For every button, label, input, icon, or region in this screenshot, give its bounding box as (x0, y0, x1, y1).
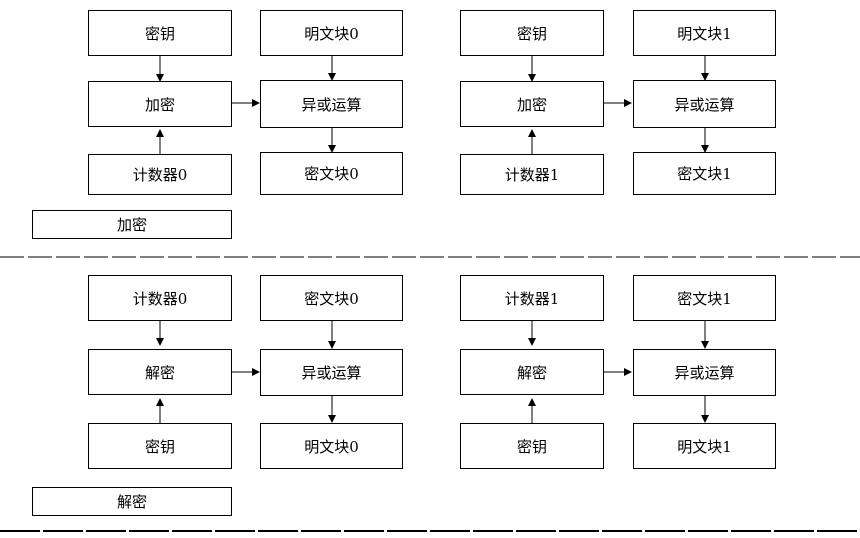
encryption-section-label: 加密 (32, 210, 232, 239)
plaintext-block-box: 明文块0 (260, 423, 403, 469)
xor-box: 异或运算 (633, 349, 776, 396)
key-box: 密钥 (460, 423, 604, 469)
key-box: 密钥 (88, 423, 232, 469)
xor-box: 异或运算 (633, 80, 776, 128)
plaintext-block-box: 明文块1 (633, 423, 776, 469)
counter-box: 计数器1 (460, 275, 604, 321)
encrypt-box: 加密 (88, 81, 232, 127)
ciphertext-block-box: 密文块0 (260, 152, 403, 195)
xor-box: 异或运算 (260, 349, 403, 396)
counter-box: 计数器0 (88, 154, 232, 195)
plaintext-block-box: 明文块0 (260, 10, 403, 56)
encrypt-box: 加密 (460, 81, 604, 127)
xor-box: 异或运算 (260, 80, 403, 128)
counter-box: 计数器0 (88, 275, 232, 321)
plaintext-block-box: 明文块1 (633, 10, 776, 56)
counter-box: 计数器1 (460, 154, 604, 195)
decrypt-box: 解密 (460, 349, 604, 395)
decryption-section-label: 解密 (32, 487, 232, 516)
ciphertext-block-box: 密文块1 (633, 152, 776, 195)
key-box: 密钥 (88, 10, 232, 56)
ciphertext-block-box: 密文块1 (633, 275, 776, 321)
key-box: 密钥 (460, 10, 604, 56)
decrypt-box: 解密 (88, 349, 232, 395)
ciphertext-block-box: 密文块0 (260, 275, 403, 321)
